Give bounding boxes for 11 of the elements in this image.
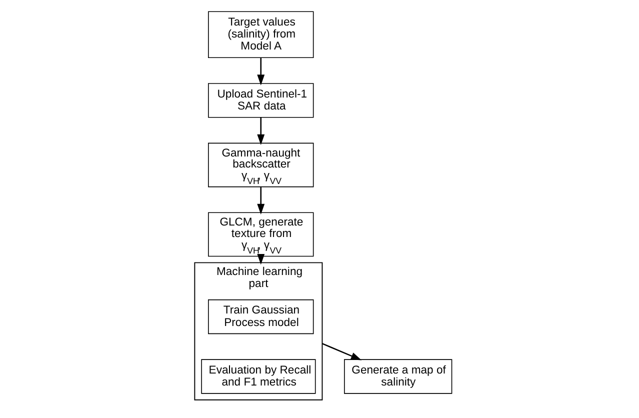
node-box: Train Gaussian Process model (208, 299, 314, 334)
node-box: Evaluation by Recall and F1 metrics (200, 359, 316, 394)
arrow (321, 342, 362, 360)
node-box: Target values (salinity) from Model A (208, 11, 314, 58)
arrow (256, 58, 264, 86)
arrow (256, 117, 264, 145)
node-box: Gamma-naught backscatter γ$_{VH}$, γ$_{VV}$ (208, 142, 314, 188)
node-box: Upload Sentinel-1 SAR data (208, 83, 314, 118)
arrow (256, 186, 264, 214)
node-box: Generate a map of salinity (344, 359, 452, 394)
arrow (256, 254, 264, 265)
